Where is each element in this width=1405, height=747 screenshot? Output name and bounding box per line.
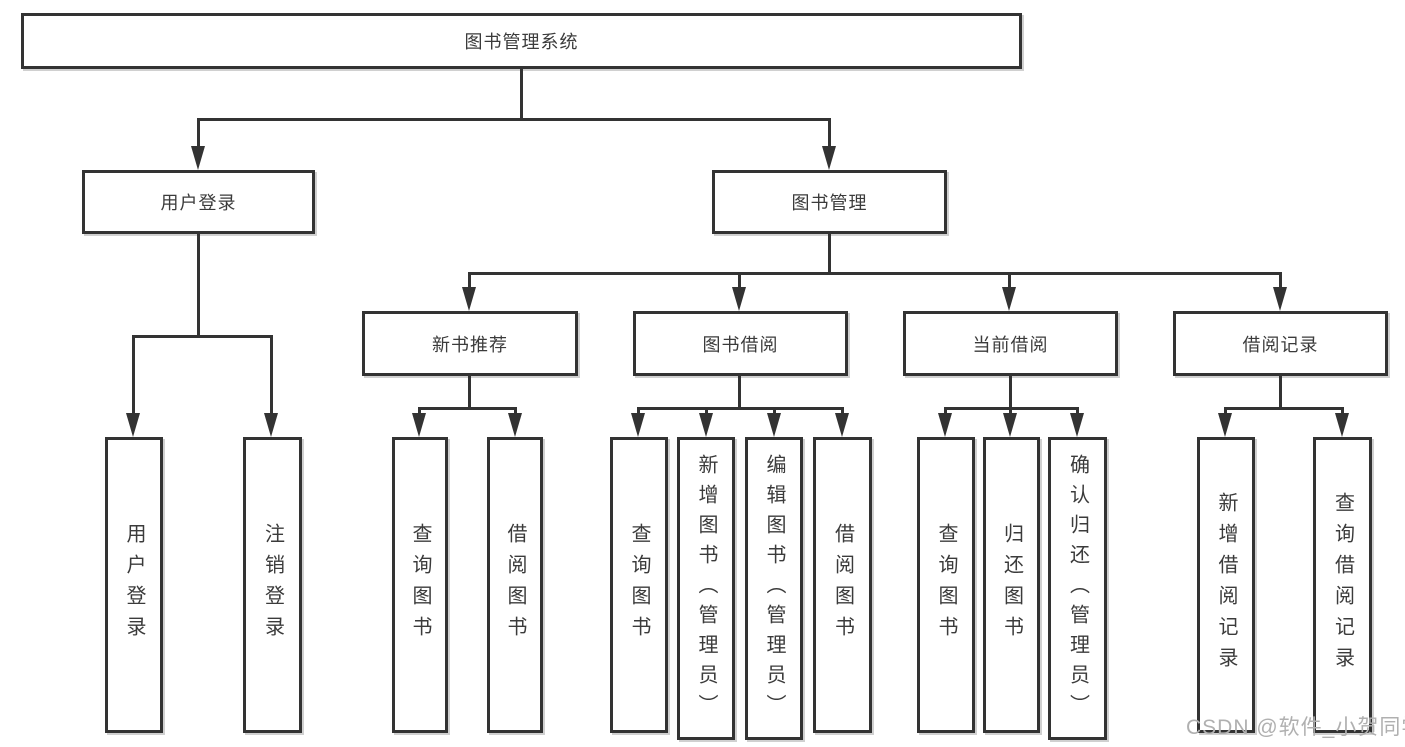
arrowhead-cur-return xyxy=(1003,413,1017,437)
connector-login-rail xyxy=(132,335,273,338)
node-library-management-system: 图书管理系统 xyxy=(21,13,1022,69)
connector-borrow-stem xyxy=(738,376,741,407)
node-book-borrow: 图书借阅 xyxy=(633,311,848,376)
arrowhead-borrow xyxy=(732,287,746,311)
leaf-label: 新增图书（管理员） xyxy=(695,453,717,724)
arrowhead-leaf-logout xyxy=(264,413,278,437)
connector-drop-leaf-logout xyxy=(270,335,273,415)
arrowhead-user-login xyxy=(191,146,205,170)
connector-drop-hist-add xyxy=(1224,407,1227,415)
connector-drop-bor-edit xyxy=(773,407,776,415)
leaf-borrow-edit-books-admin: 编辑图书（管理员） xyxy=(745,437,803,740)
connector-drop-cur-query xyxy=(944,407,947,415)
node-label: 借阅记录 xyxy=(1242,334,1319,355)
connector-drop-hist-query xyxy=(1341,407,1344,415)
node-label: 新书推荐 xyxy=(432,334,508,355)
leaf-label: 编辑图书（管理员） xyxy=(763,453,785,724)
arrowhead-book-management xyxy=(822,146,836,170)
arrowhead-rec-query xyxy=(412,413,426,437)
arrowhead-bor-edit xyxy=(767,413,781,437)
leaf-recommend-borrow-books: 借阅图书 xyxy=(487,437,543,733)
arrowhead-hist-add xyxy=(1218,413,1232,437)
node-label: 图书管理 xyxy=(791,193,868,213)
leaf-label: 确认归还（管理员） xyxy=(1066,453,1089,724)
leaf-label: 归还图书 xyxy=(1000,523,1023,647)
connector-recommend-rail xyxy=(418,407,517,410)
arrowhead-recommend xyxy=(462,287,476,311)
node-label: 当前借阅 xyxy=(972,334,1049,355)
connector-drop-user-login xyxy=(197,118,200,148)
leaf-logout: 注销登录 xyxy=(243,437,302,733)
node-user-login: 用户登录 xyxy=(82,170,315,234)
node-label: 用户登录 xyxy=(160,193,237,213)
connector-drop-recommend xyxy=(468,272,471,289)
arrowhead-records xyxy=(1273,287,1287,311)
arrowhead-bor-query xyxy=(631,413,645,437)
leaf-label: 注销登录 xyxy=(261,523,284,647)
connector-root-stem xyxy=(520,69,523,118)
leaf-current-query-books: 查询图书 xyxy=(917,437,975,733)
leaf-records-query-record: 查询借阅记录 xyxy=(1313,437,1372,733)
node-new-book-recommend: 新书推荐 xyxy=(362,311,578,376)
leaf-label: 新增借阅记录 xyxy=(1215,492,1237,678)
connector-drop-borrow xyxy=(738,272,741,289)
node-current-borrow: 当前借阅 xyxy=(903,311,1118,376)
leaf-label: 借阅图书 xyxy=(504,523,526,647)
connector-root-rail xyxy=(197,118,831,121)
connector-drop-rec-query xyxy=(418,407,421,415)
arrowhead-bor-borrow xyxy=(835,413,849,437)
connector-login-stem xyxy=(197,234,200,335)
leaf-borrow-borrow-books: 借阅图书 xyxy=(813,437,872,733)
connector-records-stem xyxy=(1279,376,1282,407)
arrowhead-hist-query xyxy=(1335,413,1349,437)
connector-drop-current xyxy=(1008,272,1011,289)
connector-drop-leaf-user-login xyxy=(132,335,135,415)
connector-drop-book-management xyxy=(828,118,831,148)
connector-recommend-stem xyxy=(468,376,471,407)
arrowhead-bor-add xyxy=(699,413,713,437)
leaf-current-confirm-return-admin: 确认归还（管理员） xyxy=(1048,437,1107,740)
leaf-user-login: 用户登录 xyxy=(105,437,163,733)
node-borrow-records: 借阅记录 xyxy=(1173,311,1388,376)
connector-drop-bor-query xyxy=(637,407,640,415)
connector-current-stem xyxy=(1009,376,1012,407)
connector-mgmt-rail xyxy=(468,272,1282,275)
leaf-label: 查询图书 xyxy=(628,523,650,647)
leaf-label: 查询借阅记录 xyxy=(1331,492,1354,678)
connector-drop-bor-add xyxy=(705,407,708,415)
leaf-records-add-record: 新增借阅记录 xyxy=(1197,437,1255,733)
connector-drop-cur-confirm xyxy=(1076,407,1079,415)
arrowhead-rec-borrow xyxy=(508,413,522,437)
leaf-recommend-query-books: 查询图书 xyxy=(392,437,448,733)
connector-drop-cur-return xyxy=(1009,407,1012,415)
connector-mgmt-stem xyxy=(828,234,831,272)
arrowhead-current xyxy=(1002,287,1016,311)
connector-borrow-rail xyxy=(637,407,844,410)
leaf-borrow-query-books: 查询图书 xyxy=(610,437,668,733)
leaf-label: 查询图书 xyxy=(935,523,957,647)
leaf-borrow-add-books-admin: 新增图书（管理员） xyxy=(677,437,735,740)
leaf-current-return-books: 归还图书 xyxy=(983,437,1040,733)
node-label: 图书借阅 xyxy=(702,334,779,355)
connector-records-rail xyxy=(1224,407,1344,410)
node-label: 图书管理系统 xyxy=(464,32,579,52)
leaf-label: 查询图书 xyxy=(409,523,431,647)
leaf-label: 用户登录 xyxy=(123,523,145,647)
watermark-csdn: CSDN @软件_小贺同学 xyxy=(1186,716,1405,739)
arrowhead-cur-query xyxy=(938,413,952,437)
leaf-label: 借阅图书 xyxy=(831,523,854,647)
arrowhead-cur-confirm xyxy=(1070,413,1084,437)
node-book-management: 图书管理 xyxy=(712,170,947,234)
connector-drop-records xyxy=(1279,272,1282,289)
connector-drop-rec-borrow xyxy=(514,407,517,415)
connector-drop-bor-borrow xyxy=(841,407,844,415)
arrowhead-leaf-user-login xyxy=(126,413,140,437)
